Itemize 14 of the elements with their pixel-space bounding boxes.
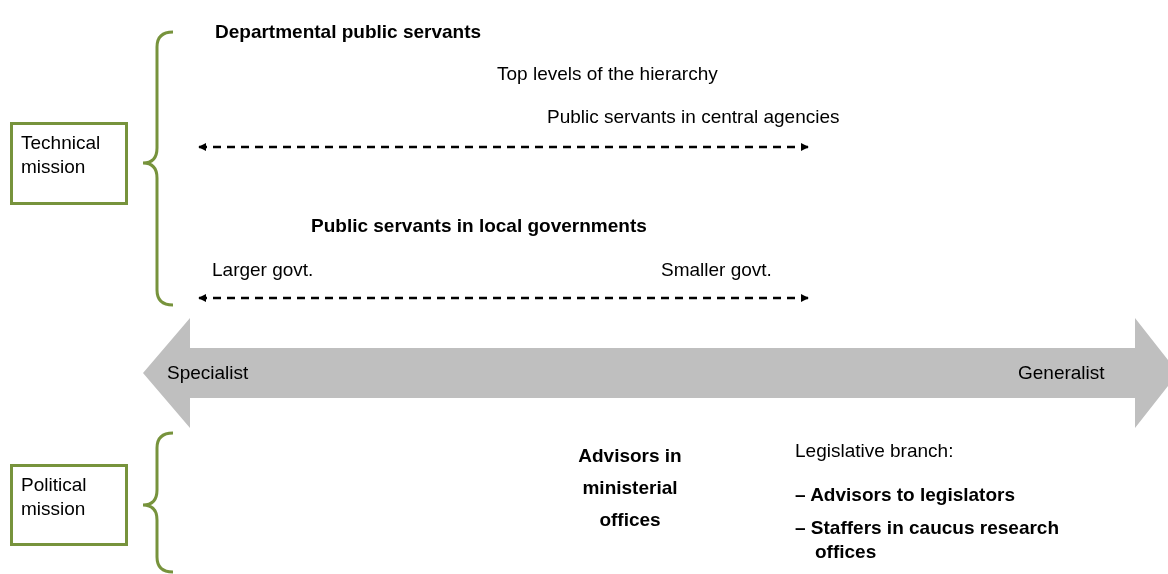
text-label: Advisors in ministerial offices bbox=[577, 444, 683, 532]
text-label: Public servants in local governments bbox=[311, 214, 647, 238]
mission-box: Technical mission bbox=[10, 122, 128, 205]
text-label: Departmental public servants bbox=[215, 20, 482, 44]
text-label: Smaller govt. bbox=[661, 258, 772, 282]
text-label: Public servants in central agencies bbox=[547, 105, 840, 129]
text-label: Top levels of the hierarchy bbox=[497, 62, 718, 86]
mission-box: Political mission bbox=[10, 464, 128, 546]
axis-label: Generalist bbox=[1018, 361, 1105, 385]
text-label: Larger govt. bbox=[212, 258, 314, 282]
text-label: – Staffers in caucus research offices bbox=[795, 516, 1061, 564]
text-label: Legislative branch: bbox=[795, 439, 954, 463]
axis-label: Specialist bbox=[167, 361, 249, 385]
text-label: – Advisors to legislators bbox=[795, 483, 1015, 507]
